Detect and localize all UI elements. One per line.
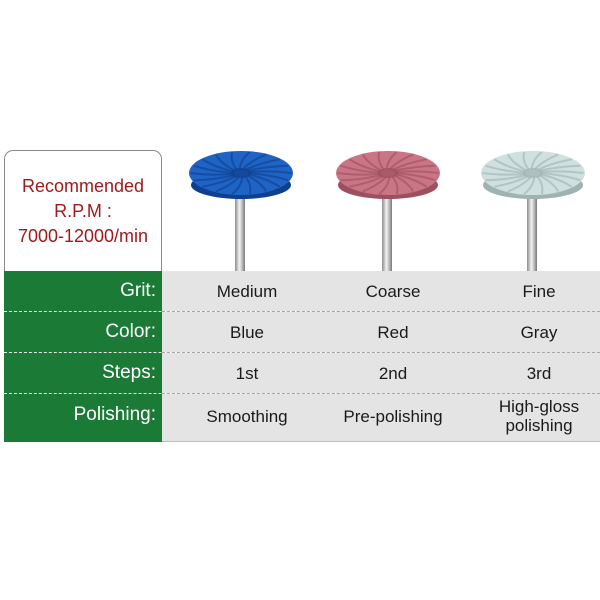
brush-rib	[538, 174, 560, 192]
brush-rib	[393, 164, 436, 172]
red-brush-image	[336, 151, 440, 275]
spec-table: Grit: Medium Coarse Fine Color: Blue Red…	[4, 271, 600, 442]
label-column	[4, 271, 162, 442]
blue-polishing-brush	[186, 145, 296, 275]
table-row-polishing: Polishing: Smoothing Pre-polishing High-…	[4, 391, 600, 441]
brush-rib	[485, 174, 528, 182]
brush-ribs	[482, 151, 584, 195]
row-divider	[162, 352, 600, 353]
row-label: Grit:	[120, 280, 156, 301]
brush-rib	[391, 175, 399, 195]
brush-rib	[538, 164, 581, 172]
brush-rib	[340, 164, 381, 174]
rpm-label: R.P.M :	[54, 200, 112, 221]
brush-rib	[230, 151, 238, 171]
brush-rib	[536, 158, 572, 172]
brush-rib	[482, 171, 526, 176]
row-label: Steps:	[102, 362, 156, 383]
brush-rib	[193, 164, 234, 174]
table-row-steps: Steps: 1st 2nd 3rd	[4, 353, 600, 393]
brush-hub	[523, 168, 543, 178]
row-divider	[162, 393, 600, 394]
brush-rib	[244, 175, 252, 195]
table-cell: 2nd	[378, 363, 408, 383]
brush-rib	[337, 171, 381, 176]
brush-rib	[248, 170, 292, 175]
brush-rib	[340, 174, 383, 182]
row-divider	[162, 311, 600, 312]
brush-rib	[248, 173, 281, 188]
brush-rib	[493, 158, 526, 173]
red-polishing-brush	[333, 145, 443, 275]
brush-ribs	[337, 151, 439, 195]
brush-rib	[193, 174, 236, 182]
brush-rib	[377, 151, 385, 171]
brush-rib	[540, 172, 581, 182]
brush-rib	[485, 164, 526, 174]
table-cell: Medium	[216, 281, 278, 301]
value-area	[162, 271, 600, 442]
brush-rib	[391, 158, 427, 172]
brush-rib	[395, 170, 439, 175]
brush-hub	[231, 168, 251, 178]
table-row-color: Color: Blue Red Gray	[4, 312, 600, 352]
brush-rib	[214, 154, 236, 172]
brush-rib	[190, 171, 234, 176]
table-cell: Pre-polishing	[343, 406, 443, 426]
table-cell: Red	[377, 322, 409, 342]
gray-polishing-brush	[478, 145, 588, 275]
brush-rib	[536, 175, 544, 195]
table-cell: High-gloss polishing	[498, 397, 580, 435]
brush-rib	[248, 172, 289, 182]
brush-rib	[540, 173, 573, 188]
brush-rib	[522, 151, 530, 171]
table-cell: 1st	[235, 363, 259, 383]
table-cell: Smoothing	[206, 406, 288, 426]
brush-rib	[202, 174, 238, 188]
table-cell: Gray	[520, 322, 558, 342]
brush-rib	[361, 154, 383, 172]
rpm-range: 7000-12000/min	[17, 225, 149, 246]
brush-rib	[395, 173, 428, 188]
brush-rib	[393, 174, 415, 192]
brush-rib	[244, 158, 280, 172]
brush-rib	[506, 154, 528, 172]
brush-rib	[395, 172, 436, 182]
brush-rib	[348, 158, 381, 173]
table-bottom-border	[162, 441, 600, 442]
blue-brush-image	[189, 151, 293, 275]
brush-rib	[201, 158, 234, 173]
table-cell: 3rd	[526, 363, 552, 383]
brush-rib	[540, 170, 584, 175]
table-cell: Blue	[229, 322, 265, 342]
row-label: Color:	[105, 321, 156, 342]
brush-hub	[378, 168, 398, 178]
brush-ribs	[190, 151, 292, 195]
gray-brush-image	[481, 151, 585, 275]
brush-rib	[494, 174, 530, 188]
brush-rib	[246, 164, 289, 172]
rpm-heading: Recommended	[21, 175, 145, 196]
recommended-rpm-box: Recommended R.P.M : 7000-12000/min	[4, 150, 162, 271]
brush-rib	[349, 174, 385, 188]
brush-rib	[246, 174, 268, 192]
table-cell: Fine	[522, 281, 556, 301]
table-cell: Coarse	[365, 281, 421, 301]
table-row-grit: Grit: Medium Coarse Fine	[4, 271, 600, 311]
row-label: Polishing:	[73, 404, 156, 425]
